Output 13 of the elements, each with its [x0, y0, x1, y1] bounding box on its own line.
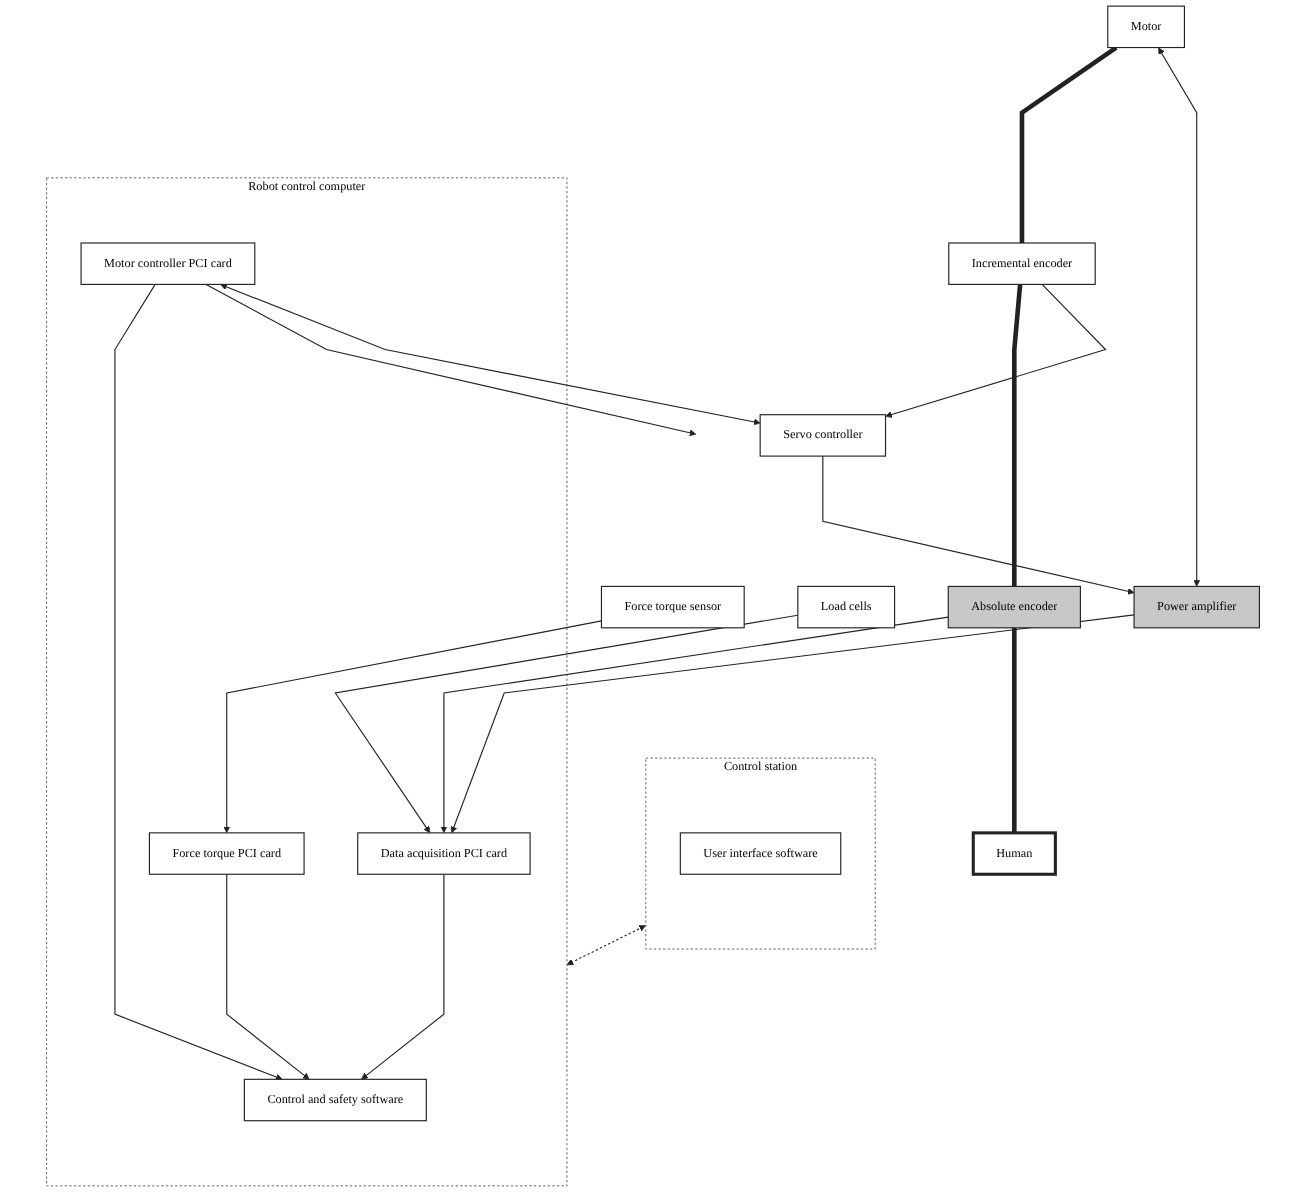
arrow: [220, 283, 761, 426]
arrow: [361, 873, 445, 1080]
arrow: [226, 873, 310, 1080]
arrow: [450, 614, 1135, 834]
arrow: [566, 925, 646, 966]
arrow: [223, 620, 603, 834]
arrow: [822, 455, 1135, 595]
arrow: [205, 283, 697, 437]
arrow: [114, 283, 283, 1081]
arrow: [440, 616, 949, 834]
arrow: [885, 283, 1107, 418]
arrow: [334, 614, 799, 834]
arrow: [1158, 47, 1201, 587]
